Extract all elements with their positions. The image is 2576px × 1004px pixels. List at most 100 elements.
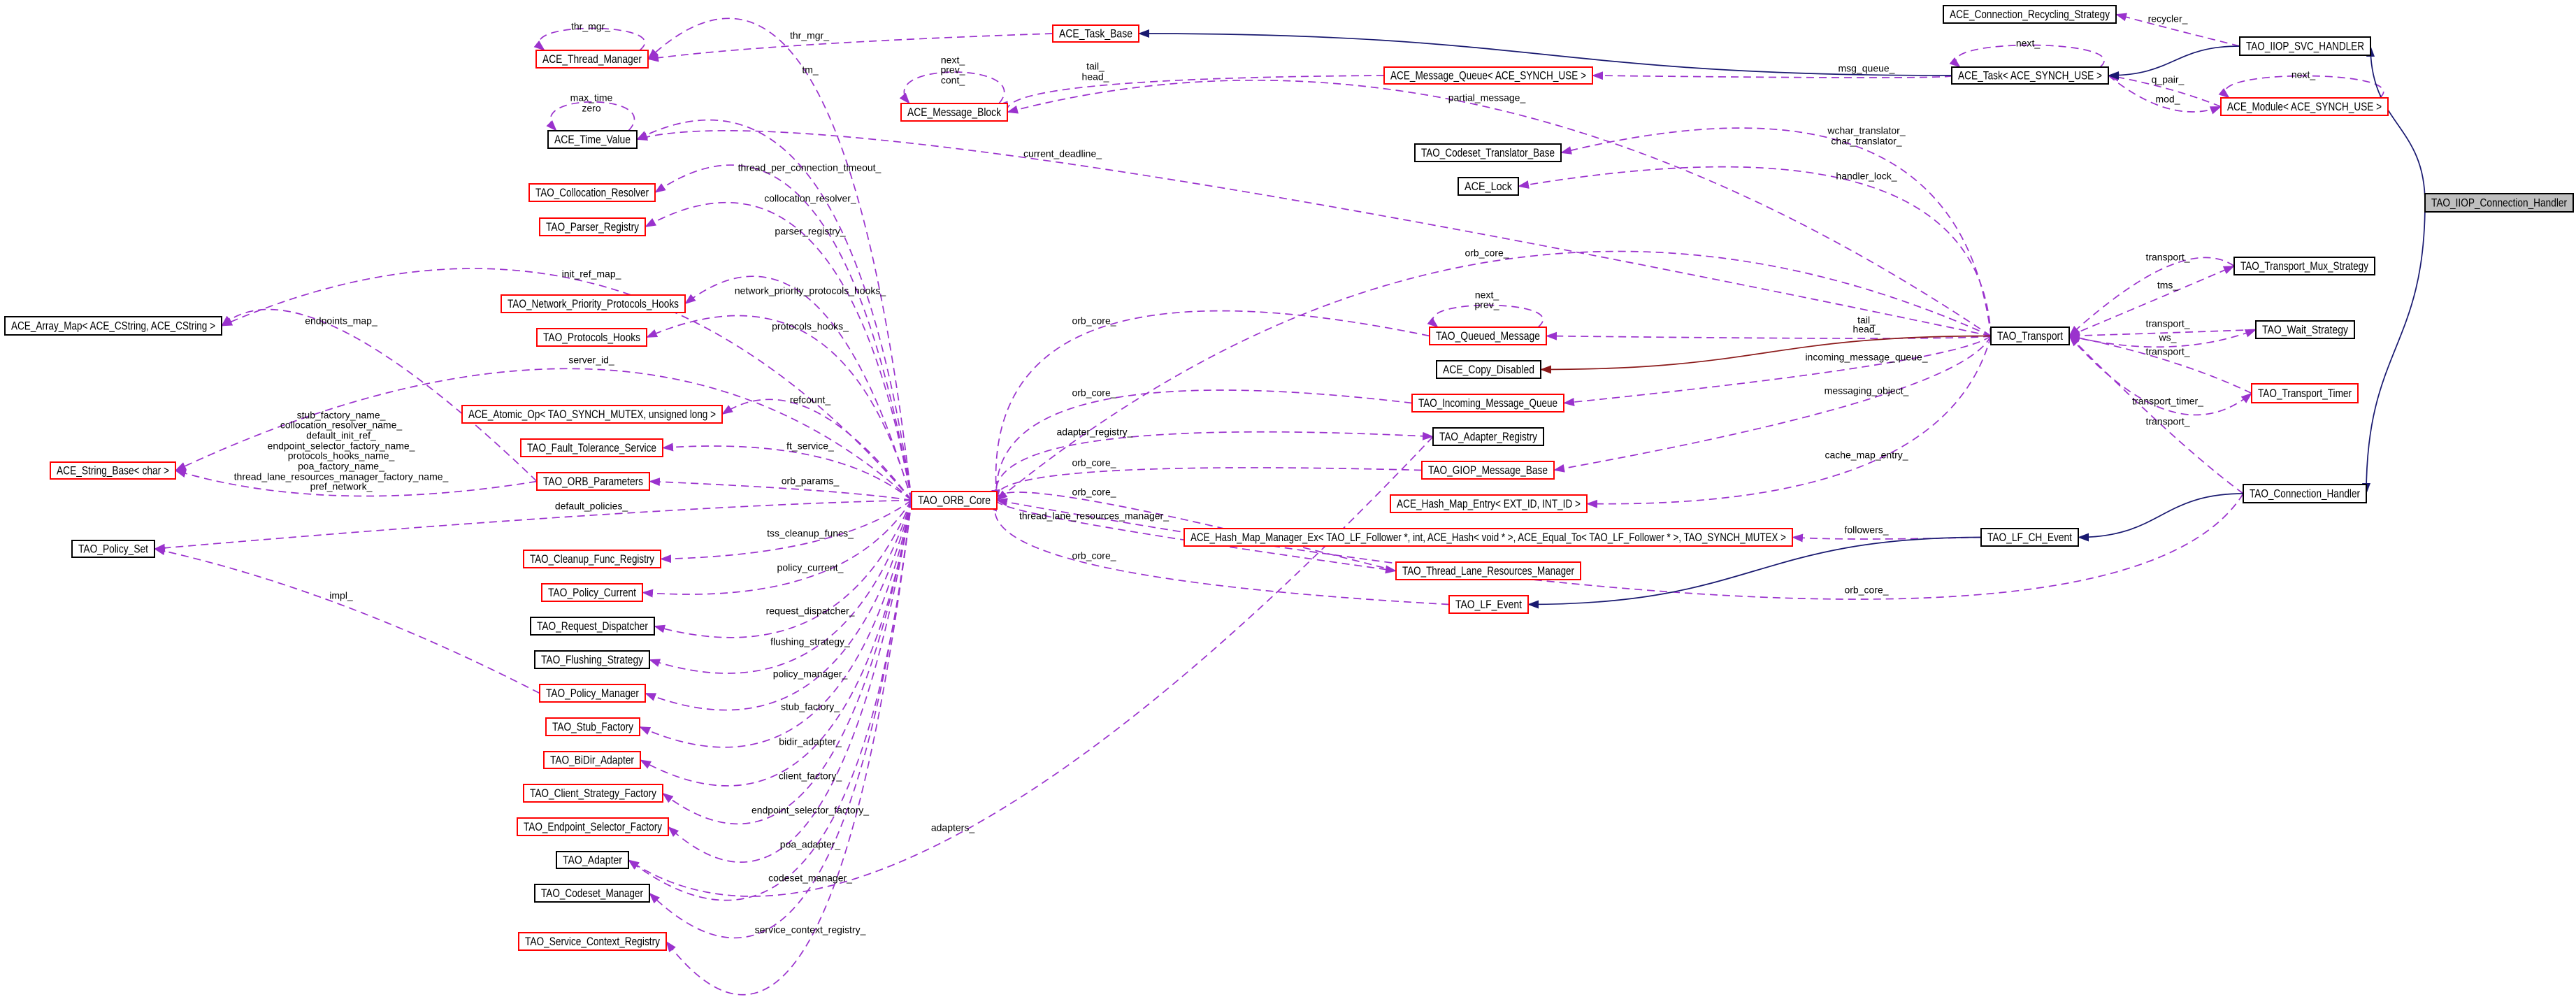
class-node-tao-iiop-svc-handler[interactable]: TAO_IIOP_SVC_HANDLER bbox=[2239, 36, 2371, 56]
class-node-ace-atomic-op-tao-synch-mutex-unsigned-long[interactable]: ACE_Atomic_Op< TAO_SYNCH_MUTEX, unsigned… bbox=[461, 405, 723, 424]
class-name: TAO_Network_Priority_Protocols_Hooks bbox=[508, 297, 679, 310]
edge-label: endpoints_map_ bbox=[305, 315, 377, 327]
edge-label: init_ref_map_ bbox=[562, 268, 621, 280]
class-node-tao-incoming-message-queue[interactable]: TAO_Incoming_Message_Queue bbox=[1411, 394, 1564, 413]
usage-edge bbox=[2115, 13, 2240, 47]
class-box bbox=[71, 540, 155, 558]
edge-label: protocols_hooks_name_ bbox=[288, 450, 395, 461]
class-node-tao-fault-tolerance-service[interactable]: TAO_Fault_Tolerance_Service bbox=[520, 438, 663, 457]
edge-label: ft_service_ bbox=[786, 440, 834, 452]
class-node-tao-cleanup-func-registry[interactable]: TAO_Cleanup_Func_Registry bbox=[523, 550, 661, 568]
class-node-tao-client-strategy-factory[interactable]: TAO_Client_Strategy_Factory bbox=[523, 784, 663, 803]
usage-edge bbox=[1007, 80, 1992, 337]
edge-label: orb_core_ bbox=[1072, 457, 1116, 468]
class-name: TAO_Thread_Lane_Resources_Manager bbox=[1402, 564, 1574, 578]
usage-edge bbox=[684, 275, 912, 501]
class-node-tao-wait-strategy[interactable]: TAO_Wait_Strategy bbox=[2255, 320, 2355, 339]
class-node-tao-service-context-registry[interactable]: TAO_Service_Context_Registry bbox=[518, 932, 667, 951]
usage-edge bbox=[628, 436, 1434, 897]
usage-edge bbox=[996, 250, 1992, 501]
class-name: TAO_Transport_Timer bbox=[2258, 387, 2352, 400]
class-node-ace-task-ace-synch-use[interactable]: ACE_Task< ACE_SYNCH_USE > bbox=[1951, 66, 2109, 85]
class-node-tao-thread-lane-resources-manager[interactable]: TAO_Thread_Lane_Resources_Manager bbox=[1395, 561, 1581, 580]
class-name: ACE_String_Base< char > bbox=[57, 464, 169, 477]
class-node-tao-flushing-strategy[interactable]: TAO_Flushing_Strategy bbox=[534, 650, 650, 669]
class-node-tao-orb-parameters[interactable]: TAO_ORB_Parameters bbox=[536, 472, 650, 491]
class-node-tao-lf-ch-event[interactable]: TAO_LF_CH_Event bbox=[1980, 528, 2079, 547]
class-node-tao-iiop-connection-handler[interactable]: TAO_IIOP_Connection_Handler bbox=[2424, 193, 2574, 213]
class-node-tao-policy-current[interactable]: TAO_Policy_Current bbox=[541, 583, 643, 602]
edge-label: tail_ bbox=[1857, 315, 1876, 326]
class-name: TAO_Adapter_Registry bbox=[1439, 430, 1537, 443]
class-node-ace-module-ace-synch-use[interactable]: ACE_Module< ACE_SYNCH_USE > bbox=[2220, 97, 2389, 116]
class-node-tao-lf-event[interactable]: TAO_LF_Event bbox=[1448, 595, 1529, 614]
class-node-ace-hash-map-manager-ex-tao-lf-follower-int-ace-hash-void-ace-equal-to-tao-lf-follower-tao-synch-mutex[interactable]: ACE_Hash_Map_Manager_Ex< TAO_LF_Follower… bbox=[1183, 528, 1793, 547]
class-name: TAO_Policy_Set bbox=[78, 542, 148, 555]
class-box bbox=[539, 217, 646, 236]
class-node-ace-string-base-char[interactable]: ACE_String_Base< char > bbox=[50, 461, 176, 480]
class-node-tao-request-dispatcher[interactable]: TAO_Request_Dispatcher bbox=[530, 617, 655, 636]
class-node-tao-giop-message-base[interactable]: TAO_GIOP_Message_Base bbox=[1421, 461, 1555, 480]
edge-label: transport_timer_ bbox=[2132, 396, 2203, 407]
class-node-tao-protocols-hooks[interactable]: TAO_Protocols_Hooks bbox=[536, 328, 647, 347]
class-box bbox=[2243, 484, 2367, 503]
usage-edge bbox=[991, 310, 1430, 501]
class-node-tao-adapter-registry[interactable]: TAO_Adapter_Registry bbox=[1432, 427, 1544, 446]
usage-edge bbox=[721, 399, 912, 501]
class-node-tao-bidir-adapter[interactable]: TAO_BiDir_Adapter bbox=[543, 751, 641, 769]
edge-label: q_pair_ bbox=[2152, 74, 2185, 85]
edge-label: current_deadline_ bbox=[1023, 148, 1102, 159]
class-node-tao-collocation-resolver[interactable]: TAO_Collocation_Resolver bbox=[528, 183, 656, 202]
class-box bbox=[2255, 320, 2355, 339]
class-name: TAO_Client_Strategy_Factory bbox=[530, 787, 656, 800]
class-node-ace-task-base[interactable]: ACE_Task_Base bbox=[1052, 24, 1139, 43]
class-node-tao-connection-handler[interactable]: TAO_Connection_Handler bbox=[2243, 484, 2367, 503]
class-node-ace-connection-recycling-strategy[interactable]: ACE_Connection_Recycling_Strategy bbox=[1943, 5, 2117, 24]
class-box bbox=[556, 851, 629, 869]
usage-edge bbox=[2068, 335, 2244, 494]
edge-label: poa_adapter_ bbox=[780, 839, 841, 850]
class-node-tao-queued-message[interactable]: TAO_Queued_Message bbox=[1429, 327, 1547, 345]
class-name: TAO_Fault_Tolerance_Service bbox=[527, 441, 656, 454]
edge-label: impl_ bbox=[329, 590, 353, 601]
edge-label: cache_map_entry_ bbox=[1825, 450, 1908, 461]
usage-edge bbox=[221, 308, 538, 482]
edge-label: orb_core_ bbox=[1072, 550, 1116, 561]
class-node-tao-endpoint-selector-factory[interactable]: TAO_Endpoint_Selector_Factory bbox=[517, 817, 669, 836]
class-node-tao-parser-registry[interactable]: TAO_Parser_Registry bbox=[539, 217, 646, 236]
class-node-ace-lock[interactable]: ACE_Lock bbox=[1458, 177, 1519, 196]
edge-label: orb_core_ bbox=[1072, 487, 1116, 498]
usage-edge bbox=[1000, 75, 1385, 113]
class-node-tao-stub-factory[interactable]: TAO_Stub_Factory bbox=[545, 717, 640, 736]
class-node-ace-copy-disabled[interactable]: ACE_Copy_Disabled bbox=[1436, 360, 1541, 379]
class-node-tao-transport-timer[interactable]: TAO_Transport_Timer bbox=[2251, 383, 2359, 403]
class-name: ACE_Time_Value bbox=[554, 133, 631, 146]
class-node-ace-hash-map-entry-ext-id-int-id[interactable]: ACE_Hash_Map_Entry< EXT_ID, INT_ID > bbox=[1390, 494, 1588, 513]
class-node-ace-array-map-ace-cstring-ace-cstring[interactable]: ACE_Array_Map< ACE_CString, ACE_CString … bbox=[4, 316, 222, 336]
class-box bbox=[520, 438, 663, 457]
class-node-tao-transport[interactable]: TAO_Transport bbox=[1990, 327, 2070, 345]
usage-edge bbox=[649, 500, 912, 939]
usage-edge bbox=[1792, 533, 1982, 543]
class-node-tao-policy-set[interactable]: TAO_Policy_Set bbox=[71, 540, 155, 558]
edge-label: max_time bbox=[570, 92, 613, 103]
class-node-ace-message-block[interactable]: ACE_Message_Block bbox=[900, 103, 1008, 122]
edge-label: handler_lock_ bbox=[1836, 171, 1897, 182]
class-node-ace-message-queue-ace-synch-use[interactable]: ACE_Message_Queue< ACE_SYNCH_USE > bbox=[1383, 66, 1593, 85]
class-node-tao-policy-manager[interactable]: TAO_Policy_Manager bbox=[539, 684, 646, 703]
class-name: TAO_Service_Context_Registry bbox=[525, 935, 660, 948]
edge-label: followers_ bbox=[1844, 524, 1888, 536]
edge-label: char_translator_ bbox=[1831, 136, 1901, 147]
class-node-tao-codeset-translator-base[interactable]: TAO_Codeset_Translator_Base bbox=[1414, 143, 1562, 162]
class-node-tao-adapter[interactable]: TAO_Adapter bbox=[556, 851, 629, 869]
class-node-tao-orb-core[interactable]: TAO_ORB_Core bbox=[911, 491, 998, 510]
edge-label: request_dispatcher_ bbox=[766, 605, 855, 617]
class-node-tao-codeset-manager[interactable]: TAO_Codeset_Manager bbox=[534, 884, 650, 903]
edge-label: tm_ bbox=[802, 64, 819, 76]
class-node-tao-network-priority-protocols-hooks[interactable]: TAO_Network_Priority_Protocols_Hooks bbox=[501, 294, 686, 313]
edge-label: tss_cleanup_funcs_ bbox=[767, 528, 854, 539]
class-node-ace-thread-manager[interactable]: ACE_Thread_Manager bbox=[535, 50, 649, 69]
class-node-tao-transport-mux-strategy[interactable]: TAO_Transport_Mux_Strategy bbox=[2233, 257, 2375, 275]
class-box bbox=[530, 617, 655, 636]
class-node-ace-time-value[interactable]: ACE_Time_Value bbox=[547, 130, 638, 149]
